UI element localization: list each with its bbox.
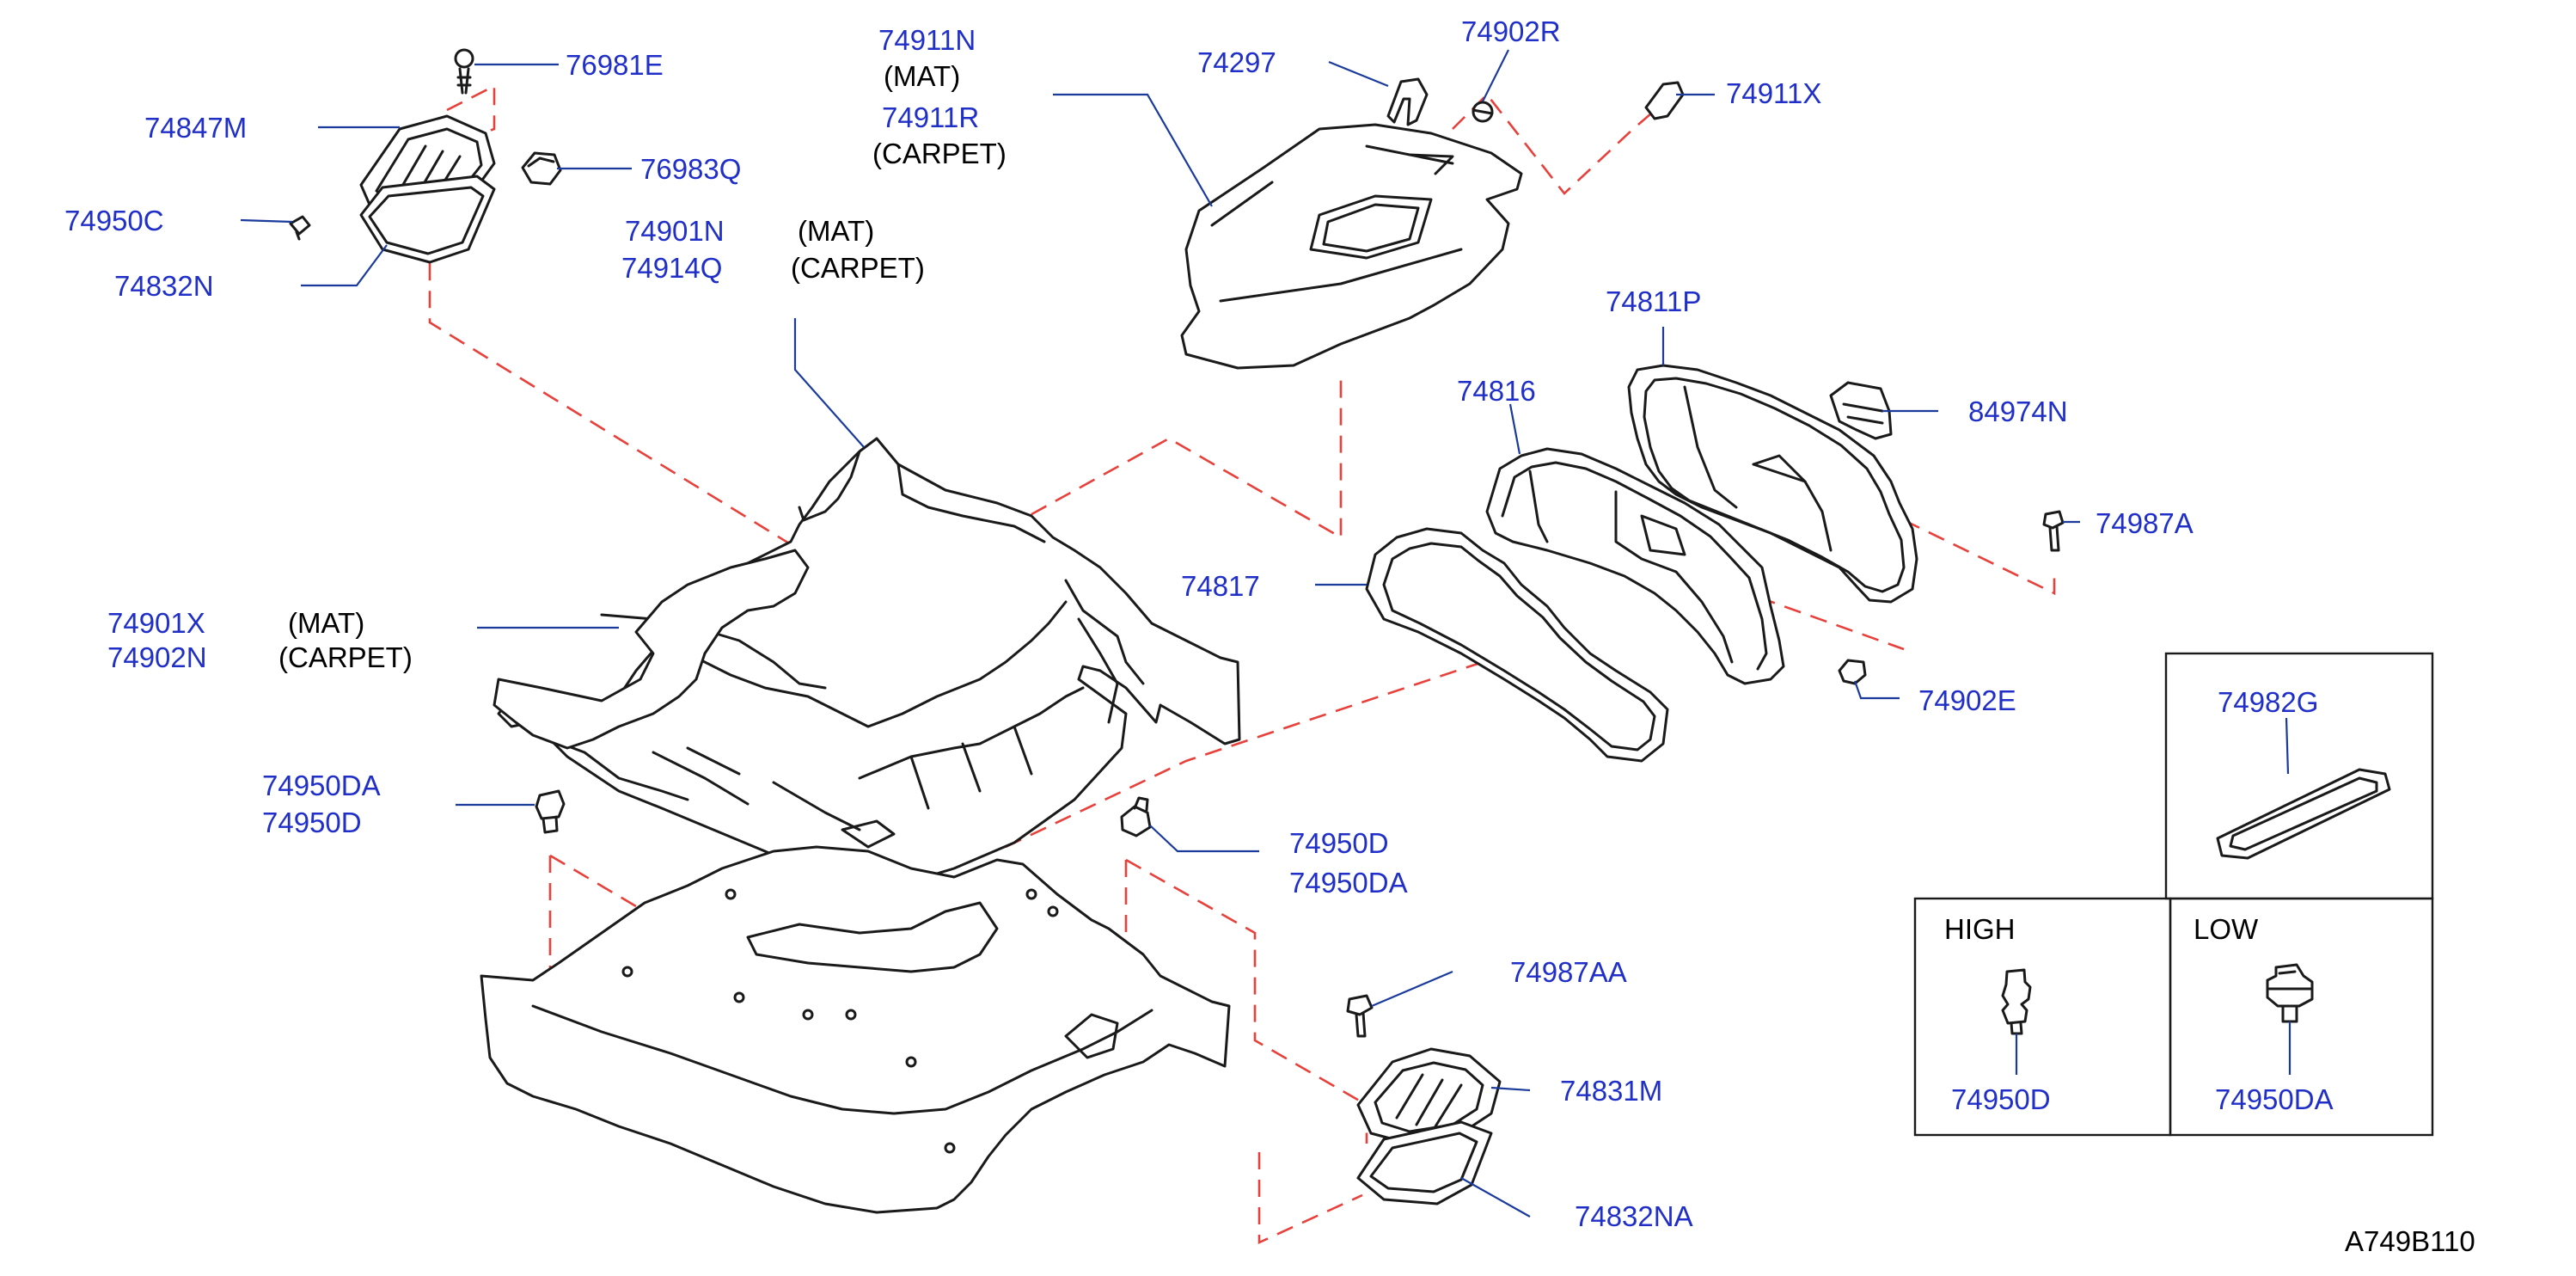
- trunk-mat-74911N-shape: [1180, 123, 1523, 370]
- partition-74816-shape: [1485, 447, 1785, 685]
- label-74911X: 74911X: [1726, 77, 1821, 109]
- note-carpet-74902N: (CARPET): [278, 641, 413, 673]
- note-carpet-74914Q: (CARPET): [791, 252, 925, 284]
- grommet-76983Q-shape: [521, 151, 562, 186]
- bracket-84974N-shape: [1829, 381, 1893, 440]
- label-74847M: 74847M: [144, 112, 247, 144]
- diagram-code: A749B110: [2345, 1225, 2475, 1257]
- screw-74987A-shape: [2042, 510, 2065, 552]
- label-84974N: 84974N: [1968, 396, 2068, 427]
- label-74950DA-left: 74950DA: [262, 770, 381, 801]
- note-mat-74901X: (MAT): [288, 607, 364, 639]
- floor-panel-shape: [480, 845, 1231, 1214]
- floor-carpet-74901N-shape: [497, 437, 1241, 896]
- label-76983Q: 76983Q: [640, 153, 741, 185]
- clip-74902R-shape: [1472, 101, 1494, 123]
- label-74901X: 74901X: [107, 607, 205, 639]
- label-74901N: 74901N: [625, 215, 725, 247]
- label-74817: 74817: [1181, 570, 1260, 602]
- label-74950DA-box: 74950DA: [2215, 1083, 2334, 1115]
- fastener-74911X-shape: [1644, 81, 1685, 120]
- screw-74987AA-shape: [1346, 994, 1374, 1038]
- label-74911R: 74911R: [882, 101, 979, 133]
- trim-74817-shape: [1365, 527, 1669, 763]
- note-mat-74911N: (MAT): [884, 60, 960, 92]
- inset-box-low: [2169, 897, 2434, 1137]
- label-74832NA: 74832NA: [1575, 1200, 1693, 1232]
- clip-high-shape: [2001, 968, 2032, 1035]
- label-74831M: 74831M: [1560, 1075, 1662, 1107]
- label-74950C: 74950C: [64, 205, 164, 236]
- rear-trim-74811P-shape: [1627, 364, 1918, 604]
- label-76981E: 76981E: [566, 49, 664, 81]
- leader-lines: [240, 49, 2080, 1218]
- floor-carpet-74901X-shape: [493, 549, 810, 750]
- label-74950D-box: 74950D: [1951, 1083, 2051, 1115]
- inset-label-low: LOW: [2194, 913, 2259, 945]
- label-74811P: 74811P: [1606, 285, 1701, 317]
- hook-74297-shape: [1386, 77, 1429, 126]
- note-mat-74901N: (MAT): [798, 215, 874, 247]
- label-74911N: 74911N: [878, 24, 976, 56]
- inset-panel: [1913, 652, 2434, 1137]
- label-74982G: 74982G: [2218, 686, 2318, 718]
- label-74987AA: 74987AA: [1510, 956, 1627, 988]
- label-74987A: 74987A: [2096, 507, 2194, 539]
- label-74950D-mid: 74950D: [1289, 827, 1389, 859]
- label-74902R: 74902R: [1461, 15, 1561, 47]
- note-carpet-74911R: (CARPET): [872, 138, 1007, 169]
- label-74950D-left: 74950D: [262, 807, 362, 838]
- label-74297: 74297: [1197, 46, 1276, 78]
- clip-74950D-left-shape: [535, 789, 566, 834]
- label-74950DA-mid: 74950DA: [1289, 867, 1408, 899]
- label-74914Q: 74914Q: [621, 252, 722, 284]
- label-74902E: 74902E: [1918, 684, 2016, 716]
- clip-74950C-shape: [289, 215, 311, 241]
- clip-low-shape: [2266, 963, 2314, 1023]
- label-74902N: 74902N: [107, 641, 207, 673]
- seal-74832N-shape: [359, 175, 496, 264]
- inset-label-high: HIGH: [1944, 913, 2016, 945]
- clip-74902E-shape: [1838, 659, 1867, 685]
- clip-76981E-shape: [454, 48, 474, 95]
- plug-74982G-shape: [2216, 768, 2391, 860]
- seal-74832NA-shape: [1356, 1120, 1493, 1205]
- label-74816: 74816: [1457, 375, 1536, 407]
- clip-74950D-mid-shape: [1120, 796, 1152, 837]
- label-74832N: 74832N: [114, 270, 214, 302]
- service-lid-74831M-shape: [1356, 1047, 1502, 1145]
